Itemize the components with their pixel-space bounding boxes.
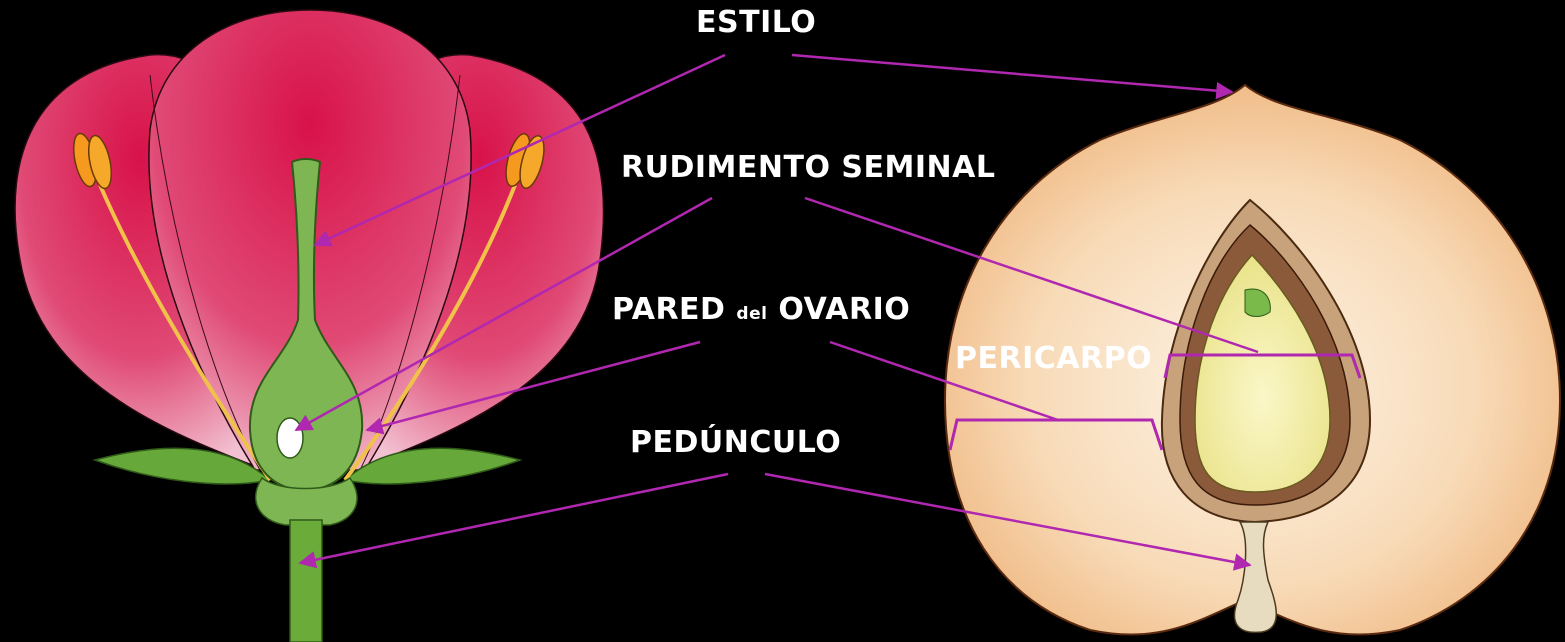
label-rudimento-seminal: RUDIMENTO SEMINAL [621, 150, 996, 185]
pericarp-bracket-1 [1163, 353, 1362, 379]
pointer-pedunculo-flower [298, 472, 729, 569]
receptacle [254, 476, 358, 526]
pointer-estilo-fruit [791, 53, 1234, 100]
pointer-pedunculo-fruit [764, 472, 1252, 571]
pistil [248, 158, 364, 492]
pointer-rudimento-flower [294, 196, 713, 432]
pointer-pared-fruit [829, 340, 1059, 422]
label-estilo: ESTILO [696, 5, 817, 40]
fruit-pedicel [1233, 521, 1278, 634]
label-pedunculo: PEDÚNCULO [630, 425, 842, 460]
label-pared-del: del [736, 304, 768, 324]
pointer-rudimento-fruit [804, 196, 1259, 354]
ovule [276, 417, 304, 459]
seed [1194, 253, 1331, 493]
pointer-pared-flower [365, 340, 701, 435]
label-pared-part1: PARED [612, 292, 737, 327]
anther-left [72, 132, 113, 190]
fruit-cross-section-illustration [943, 83, 1562, 636]
pointer-estilo-flower [313, 53, 726, 247]
label-pared-part2: OVARIO [767, 292, 911, 327]
label-pared-del-ovario: PARED del OVARIO [612, 292, 910, 327]
flower-illustration [14, 9, 605, 642]
flower-stem [289, 519, 323, 642]
label-pericarpo: PERICARPO [955, 341, 1153, 376]
